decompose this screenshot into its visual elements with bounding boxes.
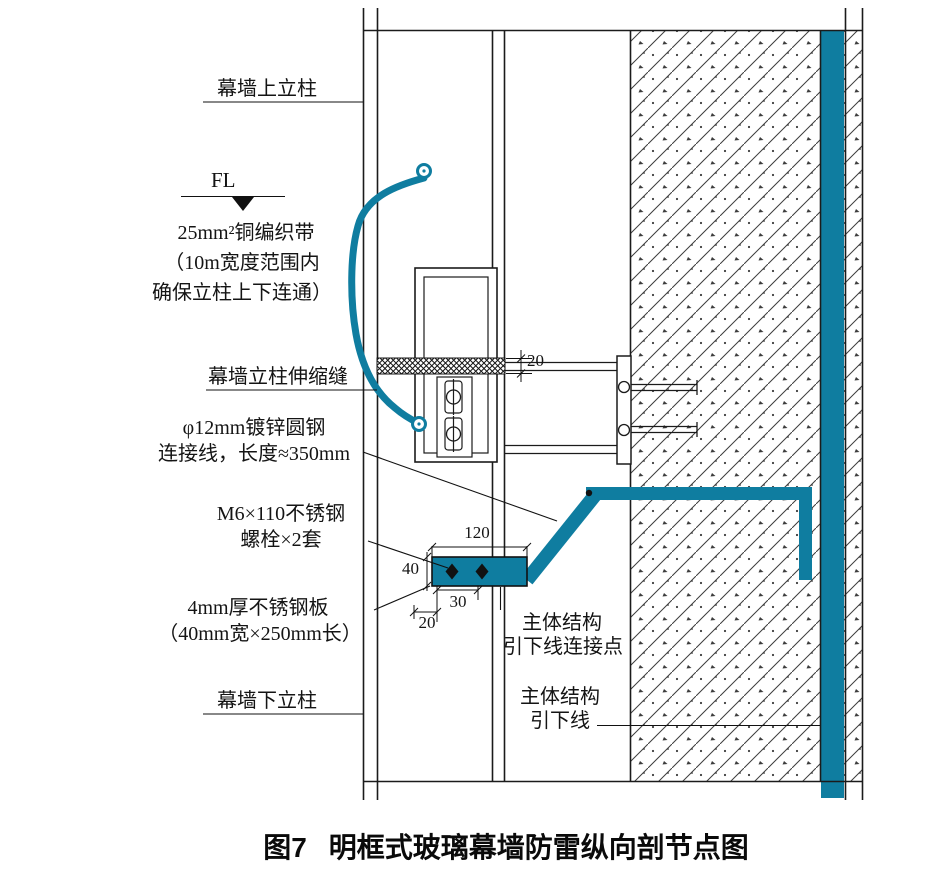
dim-text-spacing-30: 30: [449, 592, 467, 611]
down-conductor-bar: [821, 30, 844, 798]
dim-120-tick-2: [522, 542, 532, 552]
copper-braid-strap: [348, 163, 432, 432]
leader-steel-plate: [373, 585, 431, 611]
label-bolts-1: M6×110不锈钢: [216, 503, 346, 525]
label-copper-braid-2: （10m宽度范围内: [164, 252, 320, 274]
label-down-conductor-1: 主体结构: [520, 686, 600, 708]
dimension-lines: [409, 350, 532, 622]
strap-clamp-top-dot: [422, 169, 426, 173]
leader-round-steel: [362, 451, 558, 522]
label-copper-braid-3: 确保立柱上下连通）: [152, 282, 332, 304]
label-bolts-2: 螺栓×2套: [240, 529, 322, 551]
embed-bolt-lower: [617, 423, 631, 437]
lightning-plate-assembly: [431, 487, 812, 587]
figure-caption: 图7 明框式玻璃幕墙防雷纵向剖节点图: [263, 826, 749, 866]
figure-number: 图7: [263, 832, 307, 863]
dim-joint-tick-2: [516, 369, 526, 378]
embed-end-plate: [616, 355, 632, 465]
plate-bolt-diamond-1: [445, 563, 459, 580]
connection-dot: [585, 489, 593, 497]
dim-joint-tick-1: [516, 354, 526, 363]
embed-connection: [505, 355, 698, 465]
strap-clamp-bottom-dot: [417, 422, 421, 426]
fl-level-triangle: [232, 197, 254, 211]
embed-bolt-upper: [617, 380, 631, 394]
expansion-joint: [376, 357, 506, 375]
plate-bolt-diamond-2: [475, 563, 489, 580]
label-round-steel-2: 连接线，长度≈350mm: [157, 443, 351, 465]
dim-text-joint-gap: 20: [527, 351, 544, 370]
figure-title: 明框式玻璃幕墙防雷纵向剖节点图: [328, 832, 749, 863]
leader-lines: [181, 101, 820, 727]
label-connection-point-2: 引下线连接点: [503, 636, 623, 658]
leader-bolts: [367, 540, 449, 569]
label-bottom-mullion: 幕墙下立柱: [217, 690, 317, 712]
dim-30-tick-2: [473, 585, 483, 595]
dim-20-tick-2: [432, 607, 442, 617]
round-steel-diagonal: [521, 489, 602, 585]
label-top-mullion: 幕墙上立柱: [217, 78, 317, 100]
dim-20-tick-1: [409, 607, 419, 617]
dim-text-plate-height: 40: [402, 559, 419, 578]
round-steel-bend-down: [799, 487, 812, 580]
label-steel-plate-2: （40mm宽×250mm长）: [158, 623, 362, 645]
label-connection-point-1: 主体结构: [522, 612, 602, 634]
joint-band-hatch: [376, 357, 506, 375]
label-expansion-joint: 幕墙立柱伸缩缝: [208, 366, 348, 388]
dim-text-plate-length: 120: [464, 523, 490, 542]
label-steel-plate-1: 4mm厚不锈钢板: [187, 597, 329, 619]
label-copper-braid-1: 25mm²铜编织带: [177, 222, 315, 244]
label-fl-level: FL: [211, 168, 236, 192]
label-round-steel-1: φ12mm镀锌圆钢: [182, 417, 326, 439]
dim-30-tick-1: [432, 585, 442, 595]
braid-strap-path: [348, 174, 428, 427]
dim-text-spacing-20: 20: [418, 613, 436, 632]
label-down-conductor-2: 引下线: [530, 710, 590, 732]
dim-120-tick-1: [427, 542, 437, 552]
round-steel-horizontal: [586, 487, 812, 500]
